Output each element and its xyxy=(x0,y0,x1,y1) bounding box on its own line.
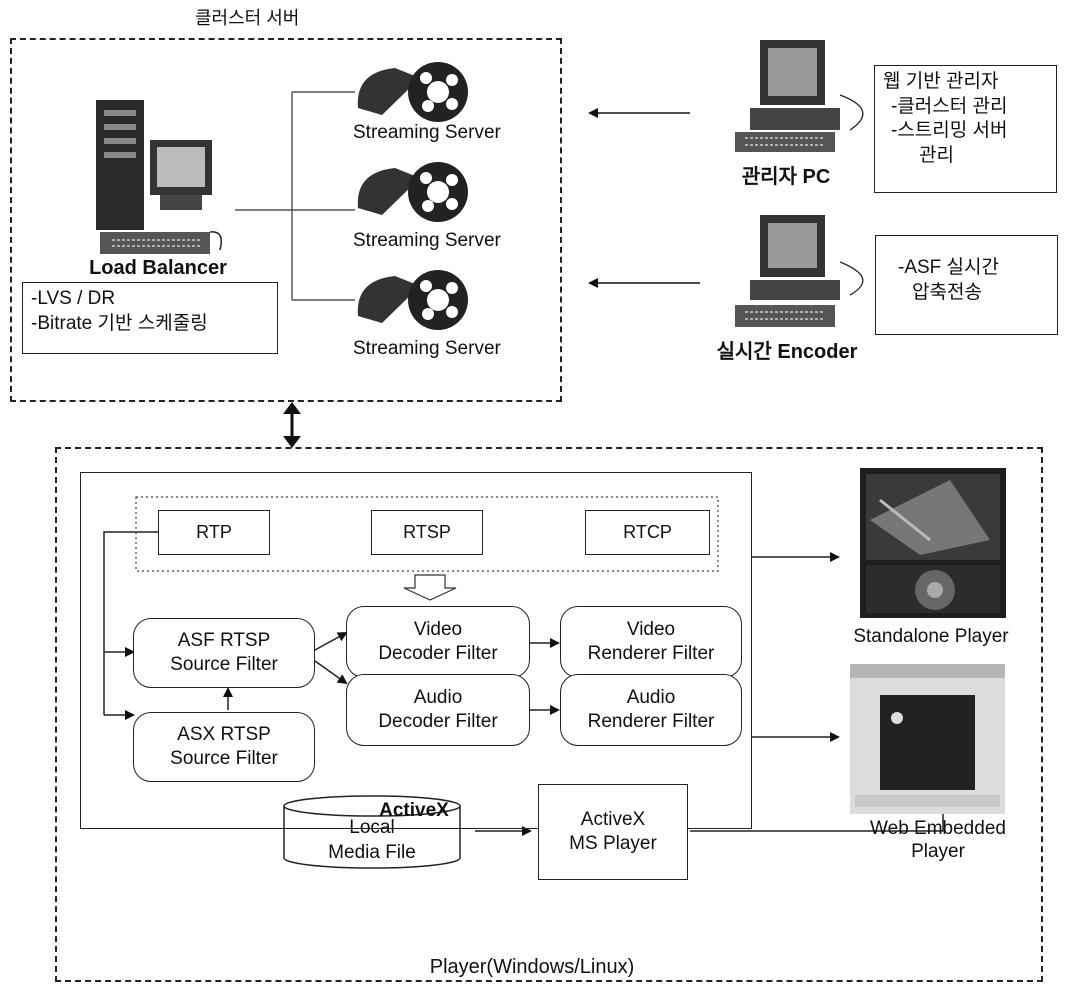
local-media-cylinder xyxy=(283,795,461,869)
load-balancer-notes: -LVS / DR -Bitrate 기반 스케줄링 xyxy=(22,282,278,354)
asf-to-video-decoder xyxy=(314,632,348,651)
rtsp-box: RTSP xyxy=(371,510,483,555)
filter-line: Renderer Filter xyxy=(587,643,715,664)
load-balancer-label: Load Balancer xyxy=(89,257,227,279)
web-embedded-line: Player xyxy=(911,840,965,862)
ms-player-line: MS Player xyxy=(569,833,657,854)
cluster-title: 클러스터 서버 xyxy=(195,8,300,28)
audio-renderer-filter: Audio Renderer Filter xyxy=(560,674,742,746)
player-container xyxy=(55,447,1043,982)
rtp-feed-line xyxy=(103,531,158,715)
streaming-server-label: Streaming Server xyxy=(353,338,501,359)
streaming-server-label: Streaming Server xyxy=(353,230,501,251)
encoder-note-line: 압축전송 xyxy=(912,281,982,303)
rtcp-box: RTCP xyxy=(585,510,710,555)
encoder-label: 실시간 Encoder xyxy=(716,341,858,363)
asf-rtsp-source-filter: ASF RTSP Source Filter xyxy=(133,618,315,688)
lb-note-line: -LVS / DR xyxy=(31,288,116,309)
protocol-down-arrow xyxy=(403,574,457,601)
web-embedded-line: Web Embedded xyxy=(870,818,1006,839)
film-reel-icon xyxy=(357,62,468,122)
streaming-server-label: Streaming Server xyxy=(353,122,501,143)
filter-line: Video xyxy=(413,619,463,641)
local-media-file-label: Local Media File xyxy=(328,816,416,865)
lb-note-line: -Bitrate 기반 스케줄링 xyxy=(31,312,208,334)
web-embedded-player-label: Web Embedded Player xyxy=(870,818,1006,864)
server-computer-icon xyxy=(96,100,222,254)
film-reel-icon xyxy=(357,270,468,330)
admin-notes: 웹 기반 관리자 -클러스터 관리 -스트리밍 서버 관리 xyxy=(874,65,1057,193)
local-media-line: Local xyxy=(349,817,395,838)
admin-note-line: -클러스터 관리 xyxy=(891,95,1008,117)
activex-label: ActiveX xyxy=(379,800,449,821)
standalone-player-image xyxy=(860,468,1006,618)
filter-line: Renderer Filter xyxy=(587,711,715,732)
encoder-pc-icon xyxy=(735,215,864,327)
encoder-note-line: -ASF 실시간 xyxy=(898,257,999,278)
local-media-line: Media File xyxy=(328,841,416,863)
filter-line: Source Filter xyxy=(170,654,278,675)
filter-line: Video xyxy=(626,619,676,641)
filter-line: Audio xyxy=(626,687,676,709)
protocol-group-border xyxy=(135,496,719,572)
filter-line: Audio xyxy=(413,687,463,709)
cluster-server-container xyxy=(10,38,562,402)
filter-line: ASX RTSP xyxy=(177,724,271,746)
asx-rtsp-source-filter: ASX RTSP Source Filter xyxy=(133,712,315,782)
admin-note-line: 웹 기반 관리자 xyxy=(883,71,999,92)
web-embedded-player-image xyxy=(850,664,1005,814)
film-reel-icon xyxy=(357,162,468,222)
activex-container xyxy=(80,472,752,829)
filter-line: Decoder Filter xyxy=(378,711,498,732)
asf-to-audio-decoder xyxy=(314,660,348,685)
filter-line: ASF RTSP xyxy=(177,630,271,652)
video-renderer-filter: Video Renderer Filter xyxy=(560,606,742,678)
player-area-label: Player(Windows/Linux) xyxy=(429,956,635,978)
video-decoder-filter: Video Decoder Filter xyxy=(346,606,530,678)
encoder-notes: -ASF 실시간 압축전송 xyxy=(875,235,1058,335)
rtp-box: RTP xyxy=(158,510,270,555)
activex-ms-player-box: ActiveX MS Player xyxy=(538,784,688,880)
admin-note-line: -스트리밍 서버 xyxy=(891,120,1008,142)
filter-line: Decoder Filter xyxy=(378,643,498,664)
admin-note-line: 관리 xyxy=(919,145,954,167)
admin-pc-icon xyxy=(735,40,864,152)
audio-decoder-filter: Audio Decoder Filter xyxy=(346,674,530,746)
admin-pc-label: 관리자 PC xyxy=(741,166,831,188)
standalone-player-label: Standalone Player xyxy=(853,626,1009,647)
filter-line: Source Filter xyxy=(170,748,278,769)
ms-player-line: ActiveX xyxy=(580,809,646,831)
lb-to-servers-bracket xyxy=(235,91,355,301)
